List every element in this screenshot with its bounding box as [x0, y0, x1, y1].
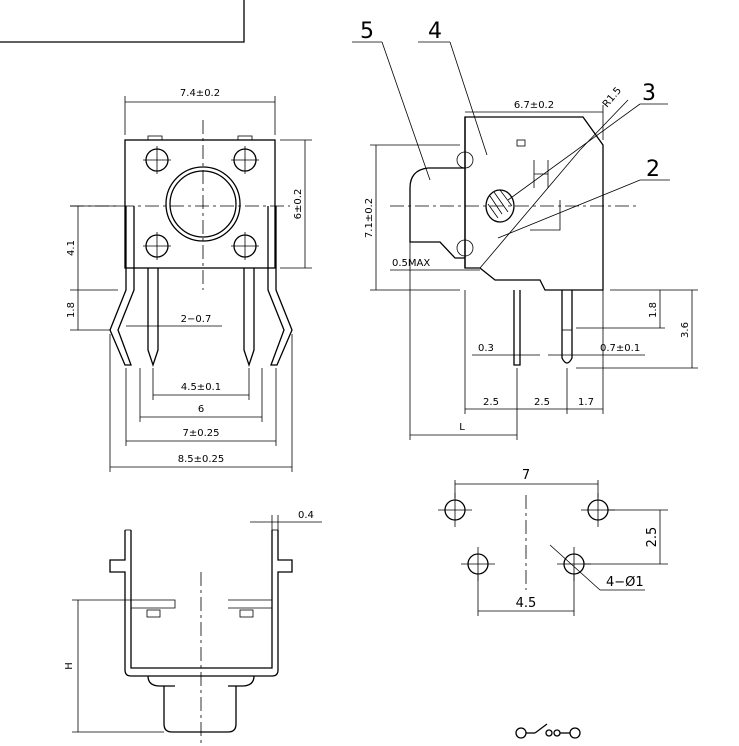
side-length-var: L [459, 422, 465, 433]
side-offset: 1.7 [578, 397, 594, 408]
side-length-dim: 6.7±0.2 [514, 100, 554, 111]
title-block-fragment [0, 0, 245, 43]
bottom-view: 0.4 H [64, 510, 322, 744]
footprint-height: 2.5 [645, 527, 660, 548]
front-pin-width: 2−0.7 [181, 314, 212, 325]
side-total-lead: 3.6 [680, 322, 691, 338]
side-view: 6.7±0.2 R1.5 7.1±0.2 0.5MAX 1.8 3.6 0.3 … [352, 19, 698, 440]
part-3-label: 3 [642, 81, 656, 106]
footprint-holes: 4−Ø1 [606, 575, 644, 590]
front-dim-1-8: 1.8 [66, 302, 77, 318]
side-pin-thickness: 0.3 [478, 343, 494, 354]
front-view: 7.4±0.2 6±0.2 4.1 1.8 2−0.7 4.5±0.1 6 7±… [66, 88, 312, 472]
part-2-label: 2 [646, 157, 660, 182]
part-5-label: 5 [360, 19, 374, 44]
front-inner-span: 6 [198, 404, 204, 415]
bottom-height-var: H [64, 662, 75, 670]
side-pitch-b: 2.5 [534, 397, 550, 408]
front-dim-4-1: 4.1 [66, 240, 77, 256]
bottom-thickness: 0.4 [298, 510, 314, 521]
front-width-dim: 7.4±0.2 [180, 88, 220, 99]
front-height-dim: 6±0.2 [293, 189, 304, 220]
side-pin-width: 0.7±0.1 [600, 343, 640, 354]
side-height-dim: 7.1±0.2 [364, 198, 375, 238]
side-max-gap: 0.5MAX [392, 258, 430, 269]
footprint-pin-pitch: 4.5 [516, 596, 537, 611]
footprint-width: 7 [522, 468, 530, 483]
side-radius-label: R1.5 [601, 85, 624, 110]
part-4-label: 4 [428, 19, 442, 44]
footprint: 7 2.5 4.5 4−Ø1 [438, 468, 668, 616]
front-pin-pitch: 4.5±0.1 [181, 382, 221, 393]
switch-symbol [515, 723, 581, 739]
front-outer-span: 7±0.25 [182, 428, 219, 439]
side-pitch-a: 2.5 [483, 397, 499, 408]
front-total-span: 8.5±0.25 [178, 454, 225, 465]
side-lead-dim: 1.8 [648, 302, 659, 318]
